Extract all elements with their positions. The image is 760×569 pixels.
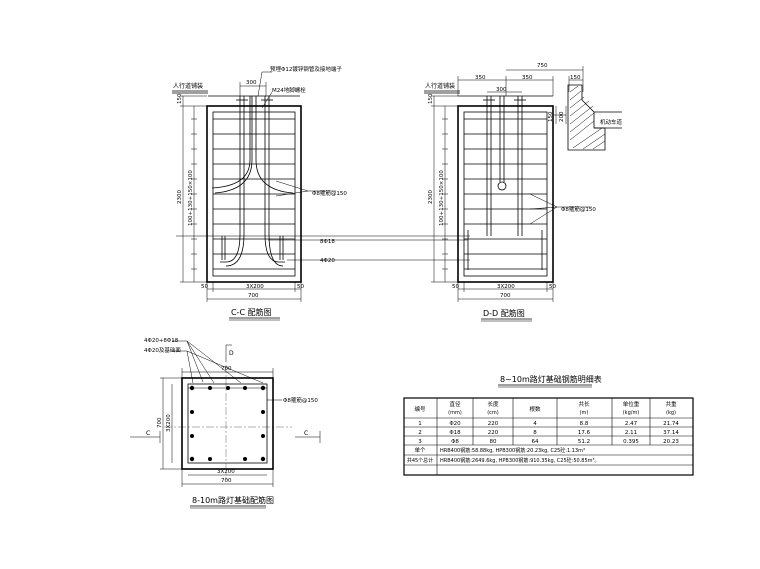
cc-anchor-bolts xyxy=(220,96,285,267)
th-dia-unit: (mm) xyxy=(448,410,462,416)
r2-len: 220 xyxy=(488,430,499,436)
r3-unit: 0.395 xyxy=(623,439,639,445)
summary-single-text: HRB400钢筋:58.88kg, HPB300钢筋:20.23kg, C25砼… xyxy=(440,447,585,454)
cc-dim-50-right: 50 xyxy=(297,284,304,290)
summary-single-label: 单个 xyxy=(414,446,426,454)
r1-unit: 2.47 xyxy=(625,421,638,427)
plan-note-2: 4Φ20及基础面 xyxy=(144,346,181,354)
plan-title: 8-10m路灯基础配筋图 xyxy=(192,495,274,505)
r2-count: 8 xyxy=(533,430,537,436)
dd-dim-700: 700 xyxy=(500,293,511,299)
r3-count: 64 xyxy=(532,439,539,445)
r2-total: 17.6 xyxy=(578,430,591,436)
r1-dia: Φ20 xyxy=(449,421,461,427)
th-total-len: 共长 xyxy=(578,400,590,408)
r3-total: 51.2 xyxy=(578,439,590,445)
th-total-len-unit: (m) xyxy=(580,410,589,416)
r1-weight: 21.74 xyxy=(663,421,679,427)
cc-dim-stack: 100+130+150×100 xyxy=(188,170,194,226)
dd-dim-2300: 2300 xyxy=(428,190,434,204)
cc-dim-2300: 2300 xyxy=(177,190,183,204)
plan-stirrup-label: Φ8箍筋@150 xyxy=(283,396,318,404)
dd-left-ticks xyxy=(442,118,448,270)
th-weight: 共重 xyxy=(665,400,677,408)
th-unit-wt-unit: (kg/m) xyxy=(623,410,640,416)
dd-dim-200-right: 200 xyxy=(559,111,565,122)
r3-weight: 20.23 xyxy=(663,439,679,445)
r3-no: 3 xyxy=(418,439,422,445)
section-cc: 人行道铺装 xyxy=(172,65,342,321)
dd-dim-3x200: 3X200 xyxy=(497,284,515,290)
r3-len: 80 xyxy=(490,439,497,445)
cc-stirrup-label: Φ8箍筋@150 xyxy=(312,189,347,197)
th-weight-unit: (kg) xyxy=(666,410,676,416)
dd-dim-150-left: 150 xyxy=(428,93,434,104)
section-dd: 人行道铺装 xyxy=(424,63,623,322)
dd-dim-350-left: 350 xyxy=(475,75,486,81)
sidewalk-label-right: 人行道铺装 xyxy=(425,82,455,90)
r1-no: 1 xyxy=(418,421,422,427)
cc-dim-700: 700 xyxy=(248,293,259,299)
r1-count: 4 xyxy=(533,421,537,427)
dd-stirrups xyxy=(464,118,547,270)
dd-dim-300: 300 xyxy=(496,87,507,93)
preembed-tube-label: 预埋Φ12镀锌钢管及接地端子 xyxy=(270,65,342,73)
section-mark-c-right: C xyxy=(304,430,308,437)
dd-dim-350-right: 350 xyxy=(522,75,533,81)
dd-dim-50-left: 50 xyxy=(452,284,459,290)
summary-total-label: 共45个总计 xyxy=(407,457,433,464)
plan-rebar-dots xyxy=(189,385,266,462)
dd-dim-750: 750 xyxy=(537,63,548,69)
dd-dim-150-top: 150 xyxy=(570,75,581,81)
dd-title: D-D 配筋图 xyxy=(483,308,525,318)
table-title: 8~10m路灯基础钢筋明细表 xyxy=(500,374,602,384)
section-mark-d: D xyxy=(229,350,234,357)
plan-dim-700-left: 700 xyxy=(157,417,163,428)
plan-dim-700-bottom: 700 xyxy=(221,478,232,484)
anchor-bolt-label: M24地脚螺栓 xyxy=(272,86,306,94)
plan-view: 4Φ20+8Φ18 4Φ20及基础面 D C C xyxy=(130,338,321,509)
th-unit-wt: 单位重 xyxy=(623,400,640,408)
dd-dim-stack: 100+130+150×100 xyxy=(439,170,445,226)
th-len-unit: (cm) xyxy=(487,410,499,416)
summary-total-text: HRB400钢筋:2649.6kg, HPB300钢筋:910.35kg, C2… xyxy=(440,457,600,464)
r2-weight: 37.14 xyxy=(663,430,679,436)
cc-left-ticks xyxy=(191,118,197,270)
curb-label: 机动车道 xyxy=(600,118,623,126)
r3-dia: Φ8 xyxy=(451,439,459,445)
plan-dim-700-top: 700 xyxy=(221,366,232,372)
r2-unit: 2.11 xyxy=(625,430,637,436)
cc-dim-50-left: 50 xyxy=(201,284,208,290)
dd-stirrup-label: Φ8箍筋@150 xyxy=(561,205,596,213)
cc-stirrups xyxy=(213,118,295,270)
th-dia: 直径 xyxy=(449,400,461,408)
th-no: 编号 xyxy=(414,405,426,413)
cc-dim-3x200: 3X200 xyxy=(246,284,264,290)
cc-dim-300: 300 xyxy=(246,80,257,86)
r2-dia: Φ18 xyxy=(449,430,461,436)
plan-dim-3x200-left: 3X200 xyxy=(166,414,172,432)
th-len: 长度 xyxy=(487,400,499,408)
bar-4b20-label: 4Φ20 xyxy=(320,258,335,264)
bar-8b18-label: 8Φ18 xyxy=(320,239,335,245)
r2-no: 2 xyxy=(418,430,422,436)
dd-dim-150-right: 150 xyxy=(548,111,554,122)
plan-note-1: 4Φ20+8Φ18 xyxy=(144,338,179,344)
cc-dim-150: 150 xyxy=(177,93,183,104)
th-count: 根数 xyxy=(529,405,541,413)
dd-dim-50-right: 50 xyxy=(549,284,556,290)
r1-len: 220 xyxy=(488,421,499,427)
rebar-table: 8~10m路灯基础钢筋明细表 编号 直径 (mm) 长度 (cm) 根数 共长 … xyxy=(403,374,694,476)
cc-title: C-C 配筋图 xyxy=(231,307,272,317)
section-mark-c-left: C xyxy=(146,430,150,437)
plan-dim-3x200-bottom: 3X200 xyxy=(217,469,235,475)
sidewalk-label-left: 人行道铺装 xyxy=(173,82,203,90)
r1-total: 8.8 xyxy=(580,421,589,427)
curb-detail: 机动车道 xyxy=(567,84,623,151)
